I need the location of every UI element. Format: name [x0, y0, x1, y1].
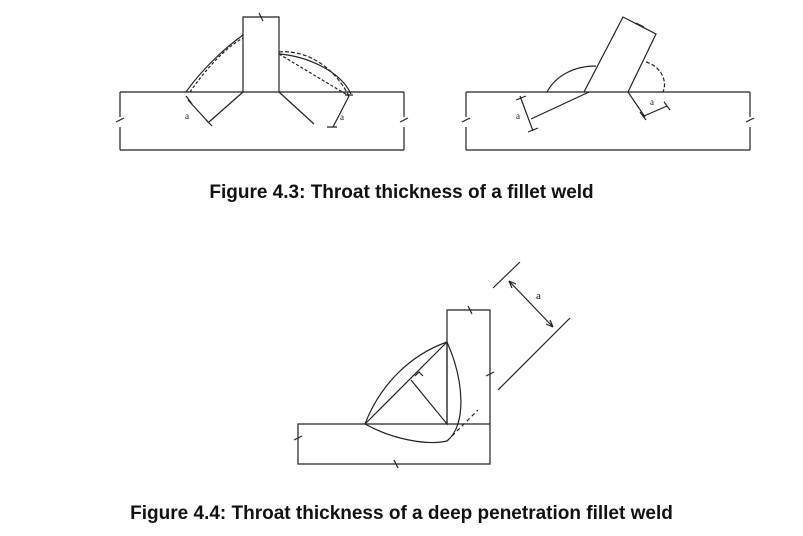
fig44-dim-arrow-1	[508, 280, 517, 289]
fig43-right-label-a2: a	[650, 97, 654, 107]
fig43-left-dim-right	[327, 94, 353, 128]
figure-4-3-caption: Figure 4.3: Throat thickness of a fillet…	[209, 182, 594, 203]
fig43-left-label-a1: a	[185, 111, 189, 121]
fig44-throat-hyp	[364, 341, 448, 425]
fig43-right-label-a1: a	[516, 111, 520, 121]
fig43-left-web	[242, 16, 280, 92]
fig43-left-joint: a a	[115, 12, 409, 151]
fig43-left-dim-left	[185, 95, 213, 127]
fig44-right-angle-mark	[414, 371, 424, 377]
fig44-web-breaks	[467, 305, 495, 377]
fig43-right-throat-left	[530, 91, 590, 120]
fig43-left-web-break	[258, 12, 264, 22]
fig44-dim-arrow-2	[545, 319, 554, 328]
fig43-left-throat-right	[278, 91, 315, 125]
fig43-left-weld-right-outline	[278, 53, 352, 95]
fig43-right-dim-right	[639, 101, 671, 121]
fig44-throat-line	[410, 342, 448, 426]
fig43-right-web	[583, 16, 657, 93]
fig43-left-weld-root	[278, 53, 350, 97]
fig43-right-break-marks	[461, 117, 755, 123]
fig43-left-weld-left-fusion	[189, 37, 244, 93]
fig43-right-dim-left	[515, 95, 539, 133]
fig44-dim-line	[508, 280, 554, 328]
fig43-left-throat-left	[208, 91, 244, 123]
fig43-right-web-break	[635, 22, 645, 28]
fig43-right-joint: a a	[461, 16, 755, 151]
fig44-weld-outline	[364, 341, 462, 444]
figure-4-4-caption: Figure 4.4: Throat thickness of a deep p…	[130, 503, 673, 524]
fig43-left-break-marks	[115, 117, 409, 123]
fig43-right-weld-left	[546, 65, 597, 93]
fig44-web	[446, 309, 491, 424]
fig43-left-weld-left	[185, 34, 244, 93]
fig43-left-label-a2: a	[340, 112, 344, 122]
fig43-right-base-plate	[465, 91, 751, 151]
fig44-break-marks	[293, 435, 399, 469]
fig44-joint: a	[293, 261, 571, 469]
fig43-left-base-plate	[119, 91, 405, 151]
fig44-ext-line-1	[492, 261, 521, 289]
fig44-ext-line-2	[497, 317, 571, 391]
fig43-left-weld-right	[278, 51, 350, 97]
fig43-right-throat-right	[627, 91, 646, 118]
fig43-right-weld-right	[645, 61, 666, 93]
fig44-base-plate	[297, 423, 491, 465]
fig44-dashed-extension	[446, 409, 479, 442]
fig44-label-a: a	[536, 290, 541, 302]
